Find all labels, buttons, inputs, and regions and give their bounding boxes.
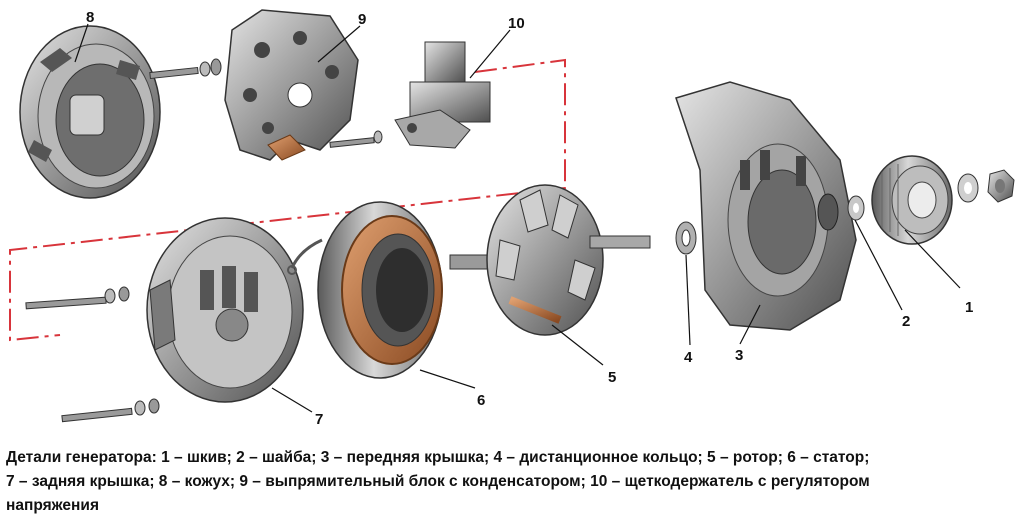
alternator-exploded-diagram: 1 2 3 4 5 6 7 8 9 10 — [9, 9, 1015, 428]
spacer-ring-part — [675, 221, 697, 255]
figure-caption: Детали генератора: 1 – шкив; 2 – шайба; … — [6, 446, 1016, 518]
bolt — [61, 398, 160, 423]
shroud-cover-part — [19, 25, 161, 199]
callout-7: 7 — [315, 411, 323, 428]
callout-8: 8 — [86, 9, 94, 26]
rectifier-block-part — [224, 9, 359, 161]
caption-line: напряжения — [6, 497, 99, 514]
bolt — [25, 286, 130, 310]
caption-line: Детали генератора: 1 – шкив; 2 – шайба; … — [6, 449, 870, 466]
callout-1: 1 — [965, 299, 973, 316]
caption-line: 7 – задняя крышка; 8 – кожух; 9 – выпрям… — [6, 473, 870, 490]
nut — [987, 169, 1015, 203]
rear-cover-part — [146, 217, 304, 403]
brush-holder-regulator-part — [394, 41, 491, 149]
callout-6: 6 — [477, 392, 485, 409]
rotor-part — [449, 184, 651, 336]
pulley-part — [871, 155, 953, 245]
bolt — [149, 58, 222, 80]
callout-10: 10 — [508, 15, 525, 32]
assembly-line — [9, 58, 566, 342]
callout-2: 2 — [902, 313, 910, 330]
washer — [957, 173, 979, 203]
callout-3: 3 — [735, 347, 743, 364]
washer-part — [817, 193, 865, 231]
callout-4: 4 — [684, 349, 693, 366]
leader-lines — [74, 23, 961, 413]
bolt — [329, 130, 383, 148]
callout-9: 9 — [358, 11, 366, 28]
front-cover-part — [675, 81, 857, 331]
stator-part — [287, 201, 443, 379]
callout-5: 5 — [608, 369, 616, 386]
